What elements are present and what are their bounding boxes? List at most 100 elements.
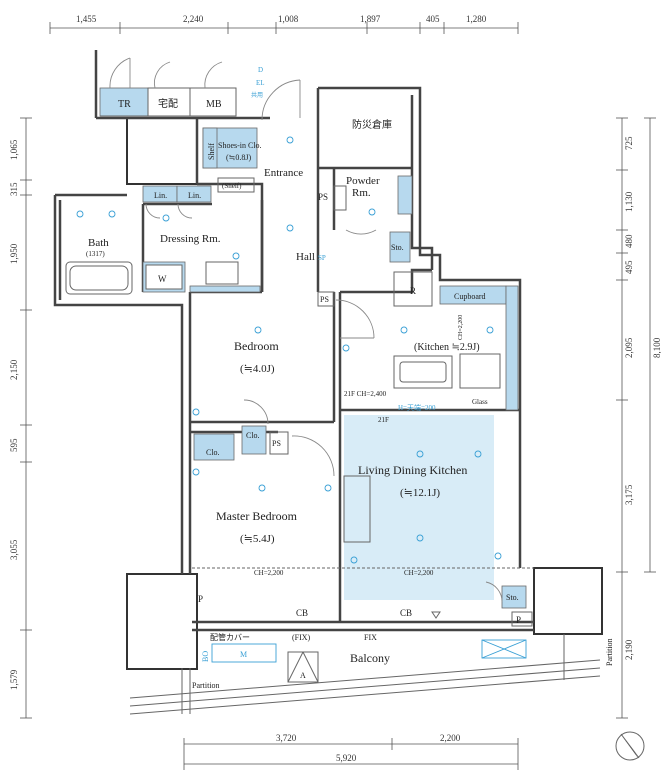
ch2-label: CH=2,200 [404, 569, 434, 577]
p1-label: P [198, 594, 203, 604]
sto-box-1 [389, 231, 411, 263]
dim-bottom-1: 2,200 [440, 733, 461, 743]
entrance-label: Entrance [264, 167, 303, 179]
powder-label-1: Powder [346, 175, 380, 187]
linen-2 [176, 185, 212, 203]
top-dimensions: 1,455 2,240 1,008 1,897 405 1,280 [49, 14, 519, 34]
balcony-label: Balcony [350, 651, 390, 665]
ps-label-3: PS [272, 439, 281, 448]
r-label: R [410, 286, 416, 296]
bedroom-door[interactable] [335, 299, 375, 339]
clo1-label: Clo. [246, 431, 260, 440]
dim-top-4: 405 [426, 14, 440, 24]
label-21f: 21F [378, 416, 389, 424]
powder-toilet [397, 175, 413, 215]
lin1-label: Lin. [154, 191, 167, 200]
entrance-door[interactable] [261, 79, 301, 121]
column-bottom-left [126, 573, 198, 670]
haikan-label: 配管カバー [210, 632, 250, 642]
h-label: H=天端=200 [398, 403, 436, 412]
master-label: Master Bedroom [216, 509, 298, 523]
ps-box-2 [317, 291, 335, 307]
dim-top-1: 2,240 [183, 14, 204, 24]
cb2-label: CB [400, 608, 412, 618]
dim-bottom-0: 3,720 [276, 733, 297, 743]
dressing-label: Dressing Rm. [160, 233, 221, 245]
bedroom-label: Bedroom [234, 339, 279, 353]
el-label: EL [256, 79, 265, 87]
dim-left-0: 1,065 [9, 139, 19, 160]
vanity [205, 261, 239, 285]
bousai-label: 防災倉庫 [352, 118, 392, 131]
balcony-railing [129, 634, 601, 715]
exterior-walls [53, 50, 534, 632]
ps-label-2: PS [320, 295, 329, 304]
dim-right-total: 8,100 [652, 337, 661, 358]
light-fixture-icon [76, 136, 502, 564]
mb-label: MB [206, 99, 222, 110]
dim-right-6: 2,190 [624, 639, 634, 660]
shelf-a-label: Shelf [207, 143, 216, 160]
ch-kitchen-label: CH=2,200 [458, 315, 464, 340]
dim-left-4: 595 [9, 438, 19, 452]
a-label: A [300, 671, 306, 680]
sto-label-2: Sto. [506, 593, 519, 602]
bath-size-label: (1317) [86, 250, 105, 258]
dim-top-3: 1,897 [360, 14, 381, 24]
dim-right-2: 480 [624, 234, 634, 248]
bedroom-size: (≒4.0J) [240, 363, 275, 375]
hall-label: Hall [296, 251, 315, 263]
dim-right-0: 725 [624, 136, 634, 150]
powder-label-2: Rm. [352, 187, 371, 199]
bath-label: Bath [88, 237, 109, 249]
tr-label: TR [118, 99, 131, 110]
interior-walls [141, 166, 520, 622]
dim-right-3: 495 [624, 260, 634, 274]
d-label: D [258, 66, 263, 74]
powder-counter [333, 185, 347, 211]
closet-1 [241, 425, 267, 455]
ps-label-1: PS [318, 192, 328, 202]
ldk-label: Living Dining Kitchen [358, 463, 467, 477]
bo-label: BO [201, 651, 210, 662]
lin2-label: Lin. [188, 191, 201, 200]
column-bottom-right [533, 567, 603, 635]
ps-box-3 [269, 431, 289, 455]
bottom-dimensions: 3,720 2,200 5,920 [183, 733, 519, 770]
dim-right-1: 1,130 [624, 191, 634, 212]
ch-21f-label: 21F CH=2,400 [344, 390, 387, 398]
sp-label: SP [318, 254, 326, 262]
dim-top-2: 1,008 [278, 14, 299, 24]
m-unit [211, 643, 277, 663]
sto-box-2 [501, 585, 527, 609]
ldk-size: (≒12.1J) [400, 487, 440, 499]
shoes-size-label: (≒0.8J) [226, 153, 251, 162]
kitchen-island [343, 475, 371, 543]
ldk-floor [344, 415, 494, 600]
dim-right-4: 2,095 [624, 337, 634, 358]
bathtub [65, 261, 133, 295]
m-label: M [240, 650, 247, 659]
outdoor-unit [481, 639, 527, 659]
cupboard-label: Cupboard [454, 292, 486, 301]
top-closets: TR 宅配 MB [99, 57, 237, 117]
refrigerator-space [393, 271, 433, 307]
master-door[interactable] [291, 435, 335, 477]
sto-label-1: Sto. [391, 243, 404, 252]
dim-top-5: 1,280 [466, 14, 487, 24]
kitchen-stove [459, 353, 501, 389]
column-top-left [126, 117, 198, 185]
takuhai-label: 宅配 [158, 97, 178, 110]
partition-right-label: Partition [605, 638, 614, 666]
dim-left-5: 3,055 [9, 539, 19, 560]
partition-left-label: Partition [192, 681, 220, 690]
closet-2 [193, 433, 235, 461]
p2-label: P [516, 615, 521, 625]
kitchen-sink [393, 355, 453, 389]
master-size: (≒5.4J) [240, 533, 275, 545]
fix1-label: (FIX) [292, 633, 311, 642]
left-dimensions: 1,065 315 1,950 2,150 595 3,055 1,579 [9, 117, 32, 719]
dim-left-1: 315 [9, 182, 19, 196]
cb1-label: CB [296, 608, 308, 618]
